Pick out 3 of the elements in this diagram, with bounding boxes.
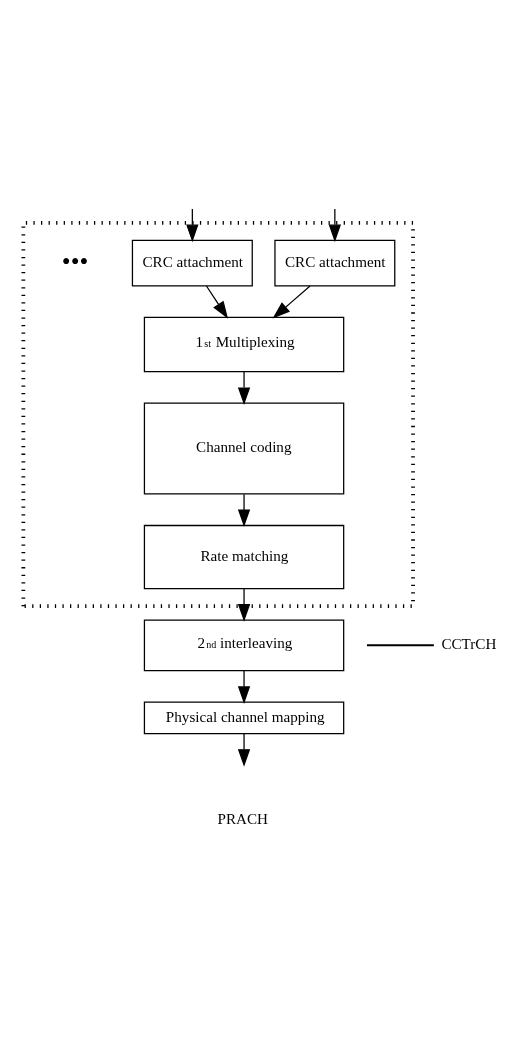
node-text: CCTrCH — [441, 636, 497, 653]
label: PRACH — [217, 811, 268, 828]
label: ••• — [61, 247, 89, 275]
